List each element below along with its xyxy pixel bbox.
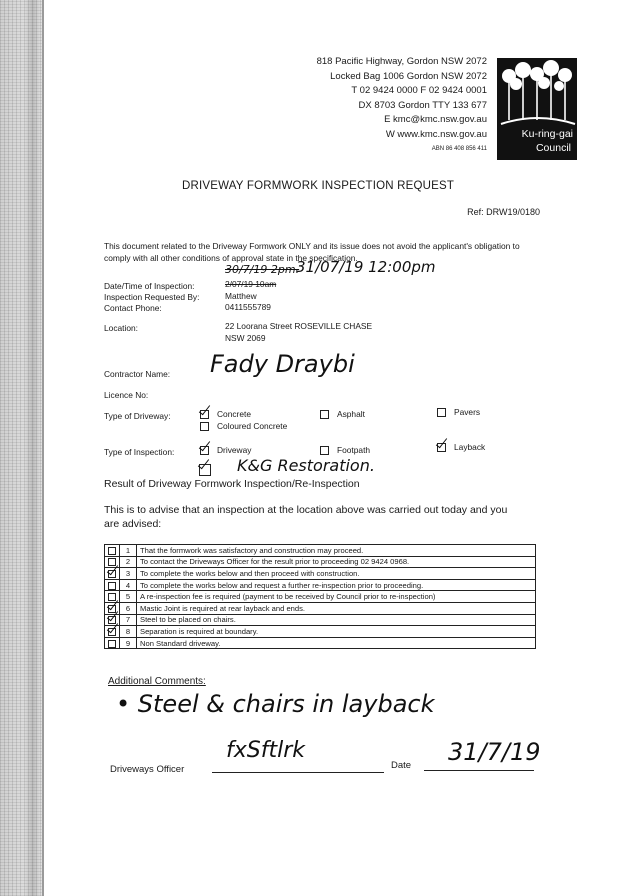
row-text: Mastic Joint is required at rear layback…: [136, 601, 536, 615]
contractor-label: Contractor Name:: [104, 369, 171, 379]
date-label: Date: [391, 760, 412, 771]
checkbox[interactable]: [320, 410, 329, 420]
address-line: DX 8703 Gordon TTY 133 677: [358, 99, 487, 111]
additional-comments-heading: Additional Comments:: [108, 676, 206, 687]
abn: ABN 86 408 856 411: [431, 145, 487, 152]
table-row: 3 To complete the works below and then p…: [104, 567, 536, 580]
date-time-value: 2/07/19 10am: [225, 279, 277, 289]
logo-name: Ku-ring-gai: [521, 128, 573, 140]
row-number: 8: [119, 625, 137, 638]
date-time-label: Date/Time of Inspection:: [104, 281, 195, 291]
advise-text: This is to advise that an inspection at …: [104, 504, 508, 530]
checkbox-checked[interactable]: [108, 627, 116, 636]
option-layback[interactable]: Layback: [437, 442, 485, 453]
row-text: Steel to be placed on chairs.: [136, 613, 536, 627]
checkbox[interactable]: [108, 546, 116, 555]
checkbox[interactable]: [437, 408, 446, 418]
row-text: To complete the works below and request …: [136, 578, 536, 592]
comments-handwritten: • Steel & chairs in layback: [116, 690, 435, 718]
address-line: T 02 9424 0000 F 02 9424 0001: [351, 85, 487, 97]
row-text: A re-inspection fee is required (payment…: [136, 590, 536, 603]
row-number: 7: [119, 613, 137, 627]
date-line: [424, 770, 534, 771]
checkbox[interactable]: [108, 581, 116, 590]
checkbox[interactable]: [108, 639, 116, 648]
checkbox-checked[interactable]: [200, 446, 209, 456]
checkbox-checked[interactable]: [108, 569, 116, 578]
result-checklist: 1 That the formwork was satisfactory and…: [104, 544, 536, 650]
table-row: 7 Steel to be placed on chairs.: [104, 613, 536, 627]
row-number: 9: [119, 636, 137, 650]
row-number: 5: [119, 590, 137, 603]
requested-by-value: Matthew: [225, 291, 257, 301]
signature-line: [212, 772, 384, 773]
row-text: That the formwork was satisfactory and c…: [136, 544, 536, 557]
address-line: 818 Pacific Highway, Gordon NSW 2072: [316, 56, 487, 67]
table-row: 6 Mastic Joint is required at rear layba…: [104, 601, 536, 615]
address-line: W www.kmc.nsw.gov.au: [385, 128, 487, 140]
row-text: Separation is required at boundary.: [136, 625, 536, 638]
handwritten-kg-restoration: K&G Restoration.: [237, 456, 375, 475]
option-pavers[interactable]: Pavers: [437, 407, 480, 418]
option-asphalt[interactable]: Asphalt: [320, 409, 365, 420]
location-label: Location:: [104, 323, 138, 333]
reference-number: Ref: DRW19/0180: [467, 207, 540, 217]
contact-phone-label: Contact Phone:: [104, 303, 162, 313]
date-handwritten-footer: 31/7/19: [448, 738, 541, 766]
row-text: To contact the Driveways Officer for the…: [136, 555, 536, 569]
document-title: DRIVEWAY FORMWORK INSPECTION REQUEST: [182, 180, 455, 192]
licence-label: Licence No:: [104, 390, 149, 400]
logo-council: Council: [535, 142, 571, 154]
checkbox[interactable]: [200, 422, 209, 432]
date-struck-handwritten: 30/7/19 2pm.: [225, 263, 300, 276]
location-line1: 22 Loorana Street ROSEVILLE CHASE: [225, 321, 373, 331]
option-footpath[interactable]: Footpath: [320, 445, 370, 456]
row-number: 1: [119, 544, 137, 557]
intro-text: This document related to the Driveway Fo…: [104, 241, 520, 263]
row-number: 4: [119, 578, 137, 592]
date-handwritten: 31/07/19 12:00pm: [296, 258, 436, 276]
table-row: 1 That the formwork was satisfactory and…: [104, 544, 536, 557]
handwritten-box: [199, 461, 219, 479]
table-row: 4 To complete the works below and reques…: [104, 578, 536, 592]
location-line2: NSW 2069: [225, 333, 266, 343]
checkbox-checked: [199, 463, 211, 476]
row-text: To complete the works below and then pro…: [136, 567, 536, 580]
officer-signature: fxSftlrk: [226, 738, 305, 763]
option-driveway[interactable]: Driveway: [200, 445, 251, 456]
row-number: 2: [119, 555, 137, 569]
table-row: 8 Separation is required at boundary.: [104, 625, 536, 638]
checkbox[interactable]: [320, 446, 329, 456]
row-number: 6: [119, 601, 137, 615]
option-concrete[interactable]: Concrete: [200, 409, 251, 420]
contact-phone-value: 0411555789: [225, 302, 271, 312]
address-line: Locked Bag 1006 Gordon NSW 2072: [330, 70, 487, 82]
table-row: 5 A re-inspection fee is required (payme…: [104, 590, 536, 603]
table-row: 2 To contact the Driveways Officer for t…: [104, 555, 536, 569]
contractor-handwritten: Fady Draybi: [210, 350, 355, 378]
driveways-officer-label: Driveways Officer: [110, 764, 185, 775]
trees-logo-icon: [500, 60, 576, 125]
option-coloured-concrete[interactable]: Coloured Concrete: [200, 421, 287, 432]
council-logo: Ku-ring-gai Council: [497, 58, 577, 160]
checkbox-checked[interactable]: [200, 410, 209, 420]
council-address-block: 818 Pacific Highway, Gordon NSW 2072 Loc…: [317, 55, 487, 154]
requested-by-label: Inspection Requested By:: [104, 292, 200, 302]
address-line: E kmc@kmc.nsw.gov.au: [384, 114, 487, 126]
table-row: 9 Non Standard driveway.: [104, 636, 536, 650]
scan-edge: [0, 0, 44, 896]
driveway-type-label: Type of Driveway:: [104, 411, 171, 421]
result-heading: Result of Driveway Formwork Inspection/R…: [104, 478, 360, 490]
row-text: Non Standard driveway.: [136, 636, 536, 650]
inspection-type-label: Type of Inspection:: [104, 447, 175, 457]
checkbox-checked[interactable]: [437, 443, 446, 453]
row-number: 3: [119, 567, 137, 580]
